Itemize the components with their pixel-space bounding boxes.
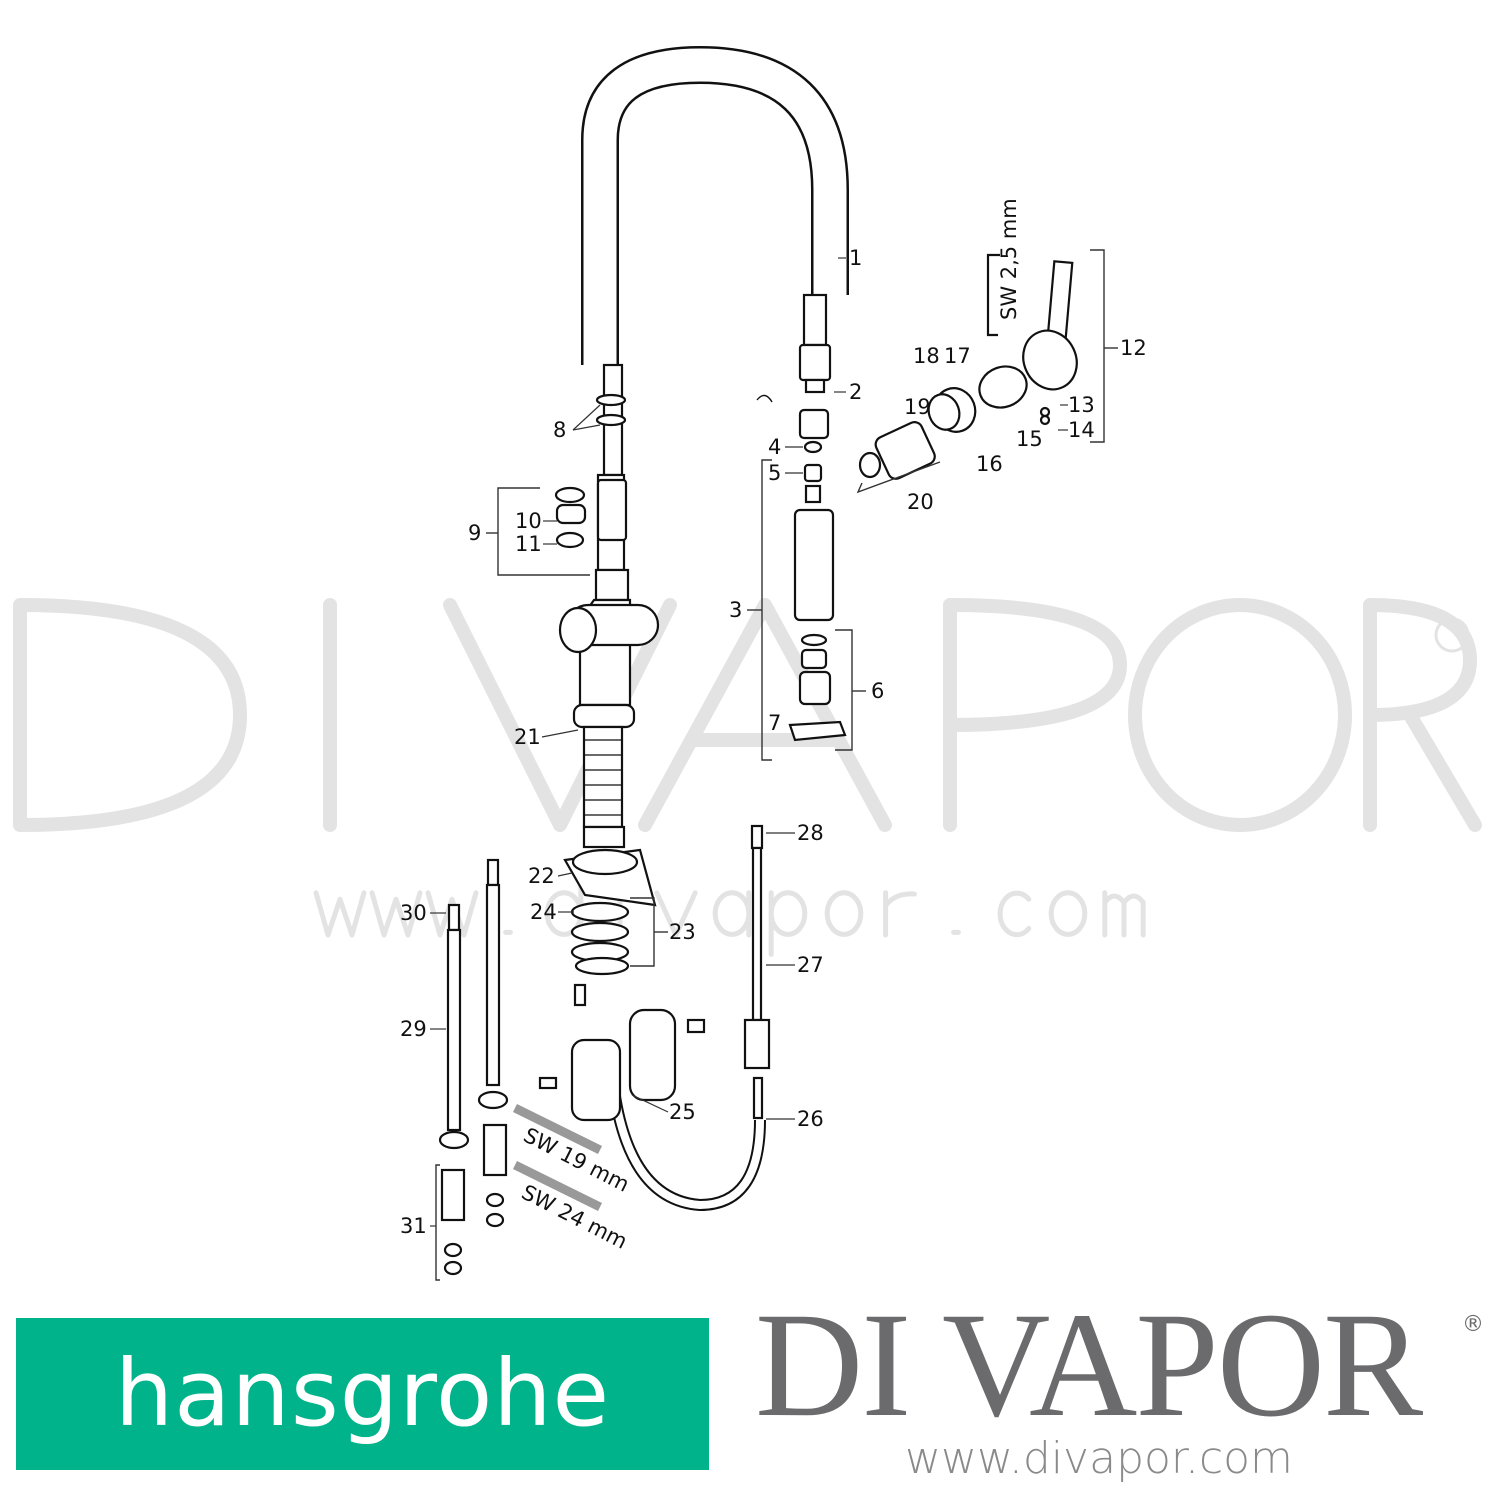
watermark-brand-lettering bbox=[13, 598, 1482, 832]
part-label-29: 29 bbox=[400, 1017, 427, 1041]
part-label-17: 17 bbox=[944, 344, 971, 368]
cartridge-parts-12-20 bbox=[858, 253, 1078, 480]
part-label-6: 6 bbox=[871, 679, 884, 703]
part-label-11: 11 bbox=[515, 532, 542, 556]
part-label-8: 8 bbox=[553, 418, 566, 442]
hose-end-parts-26-28 bbox=[743, 824, 771, 1120]
part-label-7: 7 bbox=[768, 711, 781, 735]
watermark-url-glyph bbox=[372, 893, 420, 935]
part-labels: 1 2 3 4 5 6 7 8 9 10 11 12 13 14 15 16 1… bbox=[400, 246, 1147, 1238]
part-label-5: 5 bbox=[768, 461, 781, 485]
part-label-24: 24 bbox=[530, 900, 557, 924]
part-label-13: 13 bbox=[1068, 393, 1095, 417]
watermark-url-glyph bbox=[715, 893, 749, 935]
part-label-10: 10 bbox=[515, 509, 542, 533]
pullout-parts-3-7 bbox=[756, 394, 847, 742]
divapor-logo: DI VAPOR bbox=[755, 1282, 1423, 1448]
part-label-21: 21 bbox=[514, 725, 541, 749]
watermark-url-glyph bbox=[1105, 893, 1143, 935]
grouping-brackets bbox=[430, 249, 1118, 1281]
hansgrohe-logo: hansgrohe bbox=[16, 1318, 709, 1470]
supply-hoses-parts-29-31 bbox=[438, 858, 509, 1276]
divapor-url: www.divapor.com bbox=[905, 1433, 1293, 1484]
watermark-url-glyph bbox=[428, 893, 476, 935]
weight-part-25 bbox=[538, 1008, 706, 1122]
part-label-23: 23 bbox=[669, 920, 696, 944]
watermark-url-glyph bbox=[316, 893, 364, 935]
rings-parts-8-11 bbox=[554, 393, 628, 549]
watermark-url-glyph bbox=[886, 893, 915, 935]
part-label-19: 19 bbox=[904, 395, 931, 419]
hose-inner bbox=[610, 1089, 764, 1210]
wrench-icons bbox=[513, 1103, 602, 1212]
divapor-registered-mark: ® bbox=[1462, 1312, 1484, 1337]
part-label-3: 3 bbox=[729, 598, 742, 622]
part-label-31: 31 bbox=[400, 1214, 427, 1238]
part-label-14: 14 bbox=[1068, 418, 1095, 442]
part-label-9: 9 bbox=[468, 521, 481, 545]
part-label-30: 30 bbox=[400, 901, 427, 925]
watermark-url-glyph bbox=[771, 893, 805, 955]
watermark-url-lettering bbox=[316, 870, 1143, 955]
watermark-url-glyph bbox=[827, 893, 861, 935]
part-label-22: 22 bbox=[528, 864, 555, 888]
part-label-20: 20 bbox=[907, 490, 934, 514]
part-label-2: 2 bbox=[849, 380, 862, 404]
watermark-url-glyph bbox=[1051, 893, 1085, 935]
spout-part-1 bbox=[581, 45, 849, 477]
part-label-28: 28 bbox=[797, 821, 824, 845]
watermark-url-glyph bbox=[1000, 893, 1029, 935]
mounting-parts-22-24 bbox=[563, 848, 657, 1007]
watermark bbox=[13, 598, 1482, 955]
part-label-12: 12 bbox=[1120, 336, 1147, 360]
part-label-18: 18 bbox=[913, 344, 940, 368]
hex-key-size-label: SW 2,5 mm bbox=[997, 198, 1021, 320]
part-label-1: 1 bbox=[849, 246, 862, 270]
part-label-25: 25 bbox=[669, 1100, 696, 1124]
part-label-26: 26 bbox=[797, 1107, 824, 1131]
part-label-15: 15 bbox=[1016, 427, 1043, 451]
part-label-27: 27 bbox=[797, 953, 824, 977]
part-label-16: 16 bbox=[976, 452, 1003, 476]
part-label-4: 4 bbox=[768, 435, 781, 459]
watermark-url-glyph bbox=[657, 893, 695, 935]
